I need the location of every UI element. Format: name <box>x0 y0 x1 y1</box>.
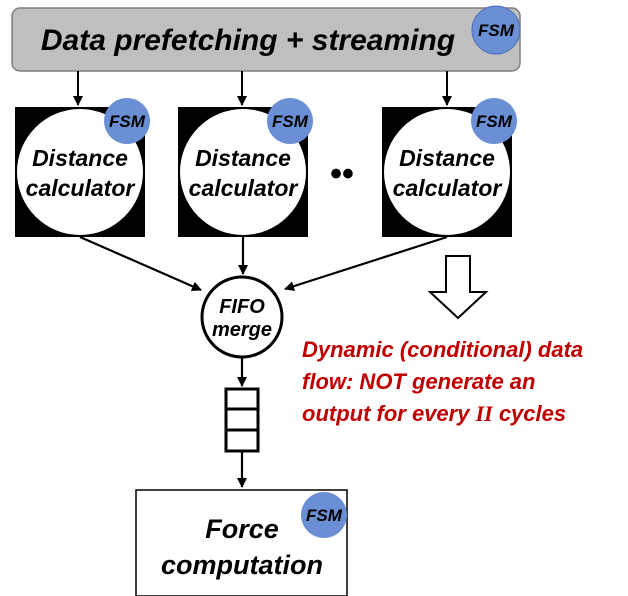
hollow-down-arrow <box>427 255 489 320</box>
distance-calculator-1: Distance calculator FSM <box>15 98 150 237</box>
force-label-line2: computation <box>161 550 323 580</box>
fifo-queue-box <box>224 387 260 453</box>
calculator-circle <box>180 109 306 235</box>
dynamic-flow-note: Dynamic (conditional) data flow: NOT gen… <box>302 337 583 426</box>
force-computation-block: Force computation FSM <box>135 489 348 596</box>
arrow-calc1-to-merge <box>79 235 202 292</box>
calculator-label-line2: calculator <box>393 175 503 201</box>
calculator-fsm-label: FSM <box>476 112 513 131</box>
calculator-fsm-badge <box>471 98 517 144</box>
prefetch-streaming-block: Data prefetching + streaming FSM <box>11 5 521 72</box>
distance-calculator-3: Distance calculator FSM <box>382 98 517 237</box>
distance-calculator-2: Distance calculator FSM <box>178 98 313 237</box>
arrow-calc3-to-merge <box>284 235 448 292</box>
ellipsis-dots: •• <box>330 155 354 193</box>
note-line3-prefix: output for every <box>302 401 476 426</box>
fifo-merge-node: FIFO merge <box>200 275 284 359</box>
calculator-label-line1: Distance <box>399 145 495 171</box>
calculator-circle <box>384 109 510 235</box>
note-ii-symbol: II <box>475 401 495 426</box>
prefetch-fsm-label: FSM <box>478 21 515 40</box>
calculator-circle <box>17 109 143 235</box>
calculator-label-line2: calculator <box>189 175 299 201</box>
note-line1: Dynamic (conditional) data <box>302 337 583 362</box>
calculator-label-line2: calculator <box>26 175 136 201</box>
prefetch-fsm-badge <box>471 5 521 55</box>
calculator-fsm-label: FSM <box>272 112 309 131</box>
fifo-merge-label-line2: merge <box>212 319 272 341</box>
force-fsm-label: FSM <box>306 506 343 525</box>
note-line3-suffix: cycles <box>493 401 566 426</box>
calculator-fsm-badge <box>104 98 150 144</box>
fifo-queue <box>224 387 260 453</box>
note-line2: flow: NOT generate an <box>302 369 535 394</box>
calculator-label-line1: Distance <box>32 145 128 171</box>
fifo-merge-label-line1: FIFO <box>219 296 265 318</box>
force-fsm-badge <box>301 492 347 538</box>
note-line3: output for every II cycles <box>302 401 566 426</box>
calculator-label-line1: Distance <box>195 145 291 171</box>
prefetch-label: Data prefetching + streaming <box>41 24 455 57</box>
calculator-fsm-badge <box>267 98 313 144</box>
prefetch-banner-box <box>11 7 521 72</box>
calculator-fsm-label: FSM <box>109 112 146 131</box>
force-label-line1: Force <box>205 514 279 544</box>
